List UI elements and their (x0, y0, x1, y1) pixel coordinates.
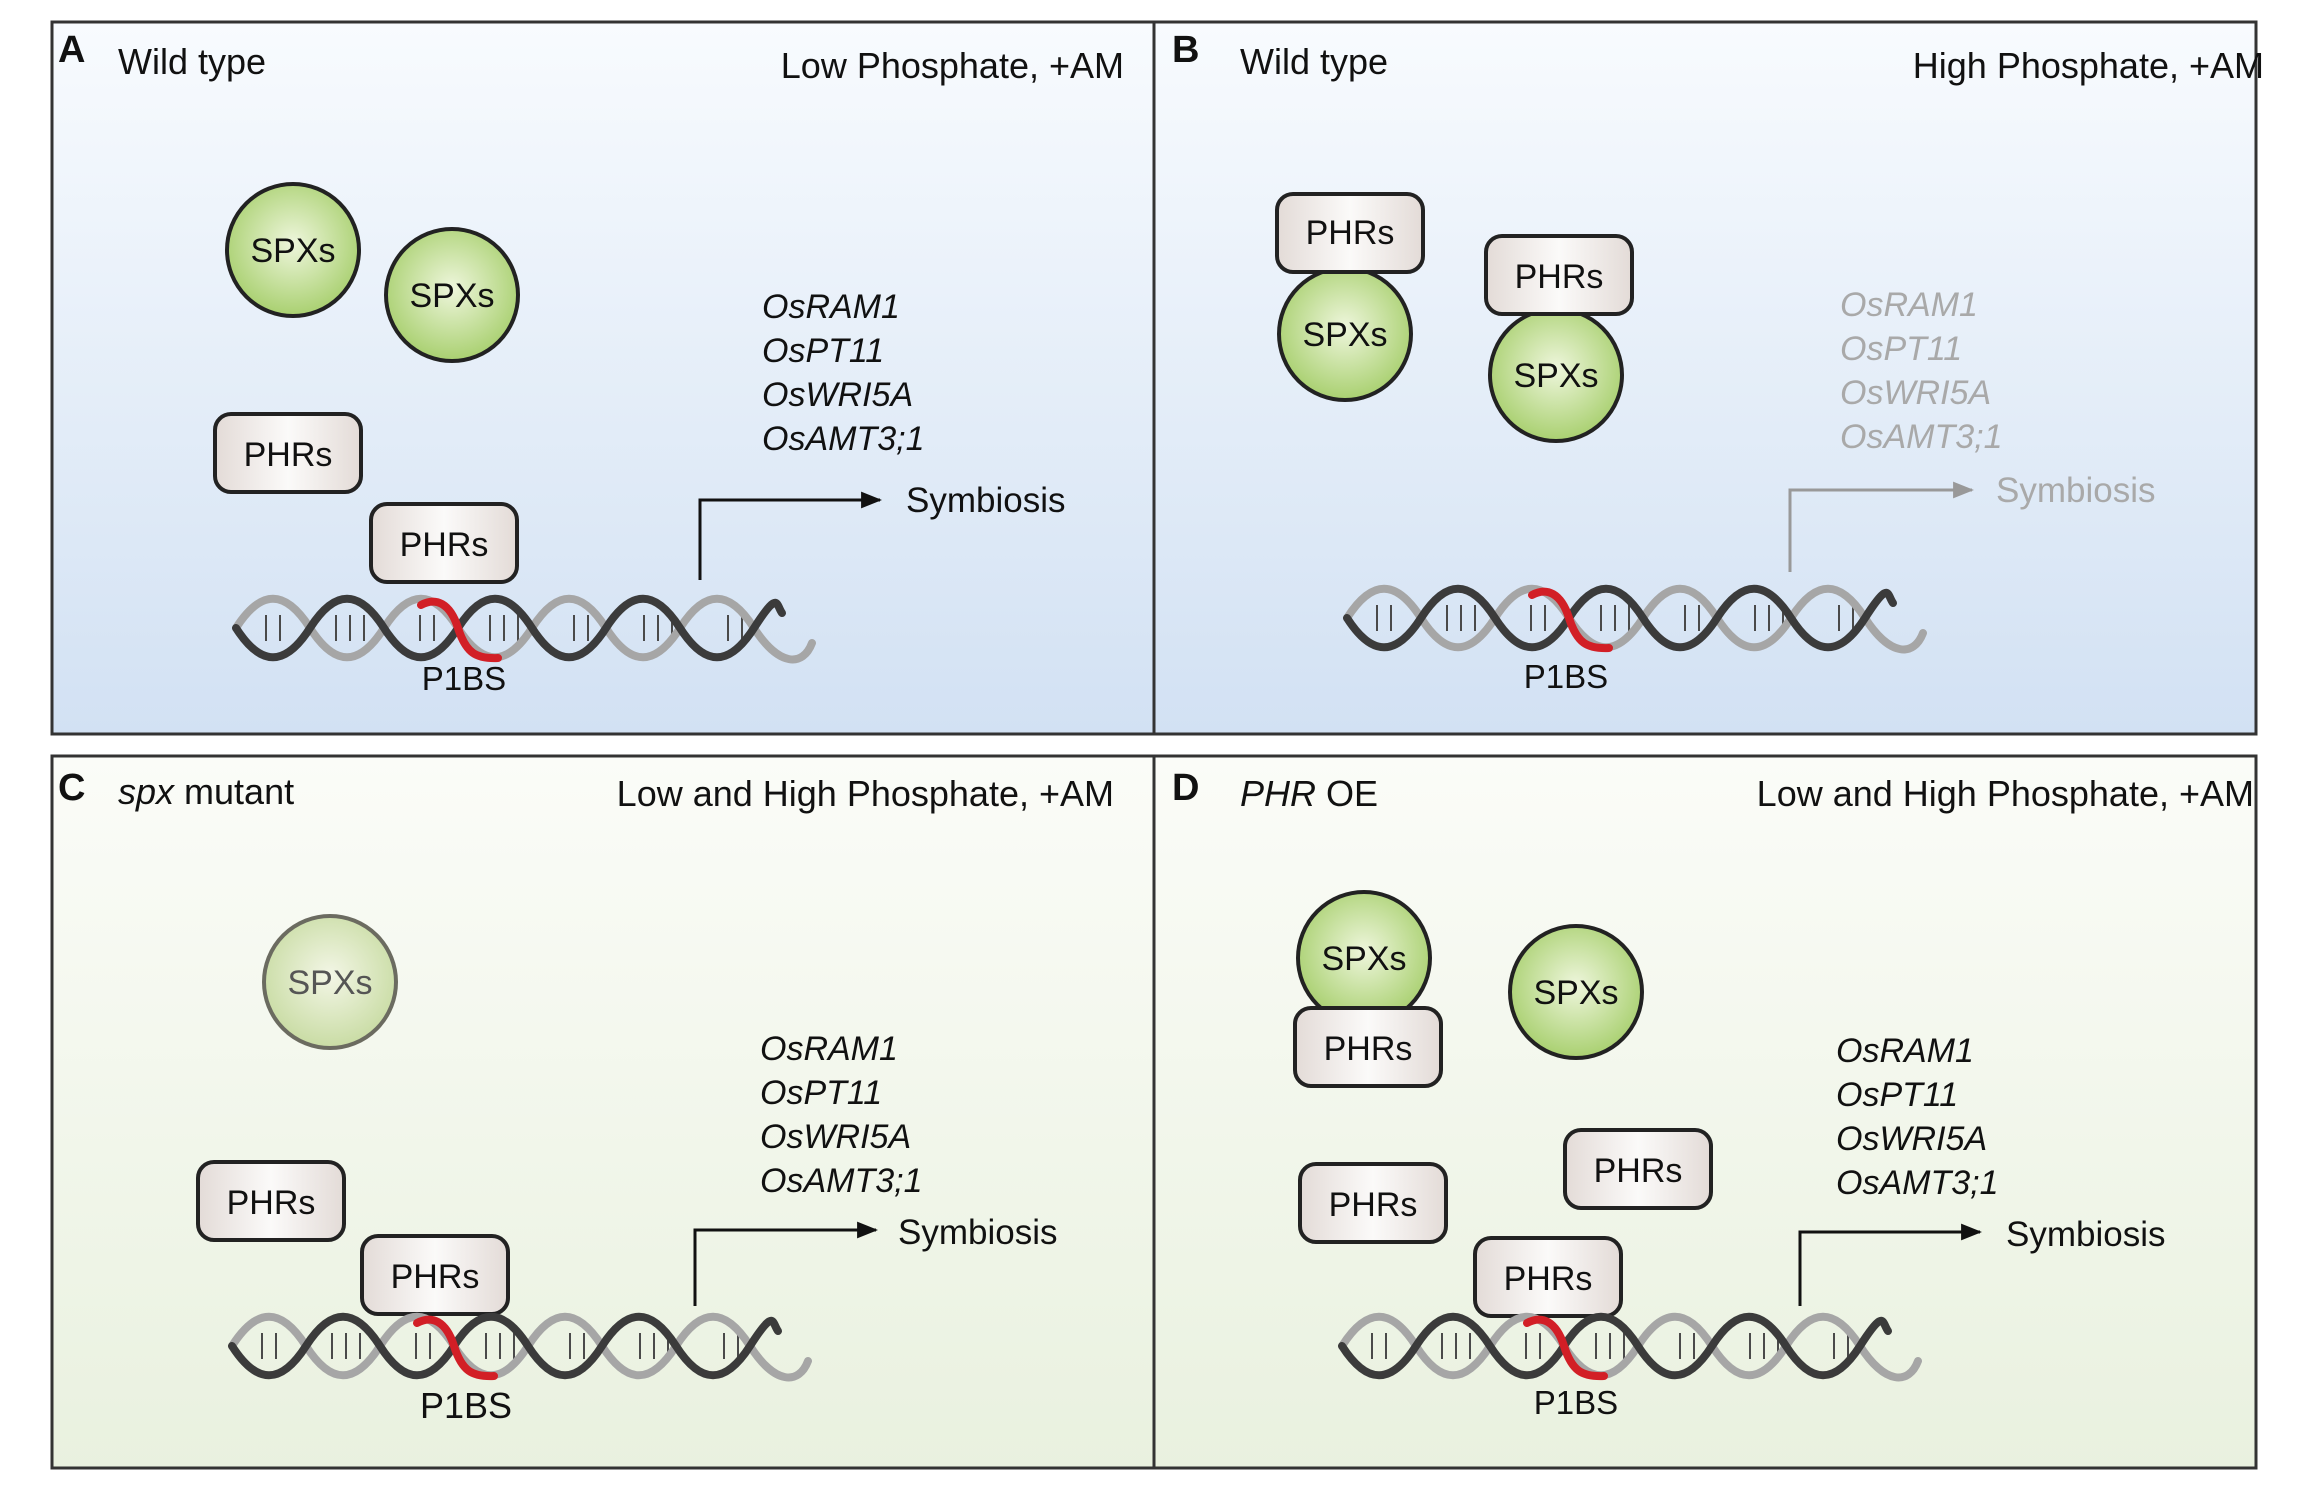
svg-text:OsRAM1: OsRAM1 (760, 1030, 898, 1068)
symbiosis-label: Symbiosis (898, 1213, 1057, 1252)
svg-text:OsWRI5A: OsWRI5A (762, 376, 913, 414)
svg-text:OsWRI5A: OsWRI5A (1840, 374, 1991, 412)
spx-protein: SPXs (225, 182, 361, 318)
svg-text:OsAMT3;1: OsAMT3;1 (760, 1162, 922, 1200)
panel-background (50, 754, 1156, 1470)
phr-protein: PHRs (213, 412, 363, 494)
dna-helix (228, 1312, 812, 1382)
condition-label: Low and High Phosphate, +AM (617, 773, 1114, 814)
phr-bound-to-p1bs: PHRs (360, 1234, 510, 1316)
transcription-arrow (1788, 481, 1975, 572)
phr-spx-complex: SPXs PHRs (1275, 192, 1425, 402)
panel-title: PHR OE (1240, 773, 1378, 814)
svg-text:OsRAM1: OsRAM1 (1836, 1032, 1974, 1070)
target-gene-list: OsRAM1 OsPT11 OsWRI5A OsAMT3;1 (762, 288, 924, 458)
svg-text:PHRs: PHRs (1515, 258, 1604, 296)
p1bs-label: P1BS (422, 660, 506, 697)
panel-title-text: mutant (184, 771, 294, 812)
svg-text:SPXs: SPXs (1321, 940, 1406, 978)
svg-text:PHRs: PHRs (1329, 1186, 1418, 1224)
spx-protein-faded: SPXs (262, 914, 398, 1050)
svg-text:OsAMT3;1: OsAMT3;1 (762, 420, 924, 458)
svg-text:PHRs: PHRs (227, 1184, 316, 1222)
dna-helix (1343, 584, 1927, 654)
svg-text:PHRs: PHRs (1504, 1260, 1593, 1298)
phr-spx-complex: SPXs PHRs (1484, 234, 1634, 443)
p1bs-label: P1BS (1534, 1384, 1618, 1421)
panel-letter: C (58, 767, 85, 809)
target-gene-list: OsRAM1 OsPT11 OsWRI5A OsAMT3;1 (760, 1030, 922, 1200)
svg-text:OsPT11: OsPT11 (762, 332, 884, 370)
svg-text:SPXs: SPXs (1533, 974, 1618, 1012)
p1bs-label: P1BS (1524, 658, 1608, 695)
svg-text:PHRs: PHRs (244, 436, 333, 474)
svg-text:OsWRI5A: OsWRI5A (760, 1118, 911, 1156)
symbiosis-label: Symbiosis (1996, 471, 2155, 510)
spx-protein: SPXs (384, 227, 520, 363)
svg-text:PHRs: PHRs (1306, 214, 1395, 252)
condition-label: High Phosphate, +AM (1913, 45, 2264, 86)
dna-helix (1338, 1312, 1922, 1382)
panel-title: Wild type (118, 41, 266, 82)
condition-label: Low and High Phosphate, +AM (1757, 773, 2254, 814)
panel-title: Wild type (1240, 41, 1388, 82)
svg-text:PHRs: PHRs (400, 526, 489, 564)
phr-bound-to-p1bs: PHRs (369, 502, 519, 584)
panel-title: spx mutant (118, 771, 294, 812)
condition-label: Low Phosphate, +AM (781, 45, 1124, 86)
p1bs-label: P1BS (420, 1385, 512, 1426)
transcription-arrow (1798, 1223, 1983, 1306)
phr-bound-to-p1bs: PHRs (1473, 1236, 1623, 1318)
transcription-arrow (698, 491, 883, 580)
svg-text:SPXs: SPXs (1513, 357, 1598, 395)
svg-text:OsAMT3;1: OsAMT3;1 (1840, 418, 2002, 456)
svg-text:PHRs: PHRs (1594, 1152, 1683, 1190)
svg-text:OsAMT3;1: OsAMT3;1 (1836, 1164, 1998, 1202)
svg-text:OsPT11: OsPT11 (1836, 1076, 1958, 1114)
dna-helix (232, 594, 816, 664)
svg-text:OsRAM1: OsRAM1 (762, 288, 900, 326)
panel-letter: B (1172, 29, 1199, 71)
panel-d: D PHR OE Low and High Phosphate, +AM SPX… (1152, 754, 2258, 1470)
panel-title-text: OE (1326, 773, 1378, 814)
phr-protein: PHRs (196, 1160, 346, 1242)
svg-text:OsPT11: OsPT11 (1840, 330, 1962, 368)
phr-protein: PHRs (1563, 1128, 1713, 1210)
spx-phr-complex: SPXs PHRs (1293, 890, 1443, 1088)
panel-letter: D (1172, 767, 1199, 809)
panel-title-italic: spx (118, 771, 176, 812)
svg-text:OsRAM1: OsRAM1 (1840, 286, 1978, 324)
svg-text:OsWRI5A: OsWRI5A (1836, 1120, 1987, 1158)
target-gene-list: OsRAM1 OsPT11 OsWRI5A OsAMT3;1 (1840, 286, 2002, 456)
svg-text:SPXs: SPXs (250, 232, 335, 270)
svg-text:PHRs: PHRs (391, 1258, 480, 1296)
panel-title-italic: PHR (1240, 773, 1316, 814)
panel-b: B Wild type High Phosphate, +AM SPXs PHR… (1152, 20, 2264, 736)
svg-text:PHRs: PHRs (1324, 1030, 1413, 1068)
transcription-arrow (693, 1221, 879, 1306)
symbiosis-label: Symbiosis (906, 481, 1065, 520)
phr-protein: PHRs (1298, 1162, 1448, 1244)
svg-text:SPXs: SPXs (287, 964, 372, 1002)
panel-a: A Wild type Low Phosphate, +AM SPXs SPXs… (50, 20, 1156, 736)
symbiosis-label: Symbiosis (2006, 1215, 2165, 1254)
svg-text:SPXs: SPXs (409, 277, 494, 315)
target-gene-list: OsRAM1 OsPT11 OsWRI5A OsAMT3;1 (1836, 1032, 1998, 1202)
spx-protein: SPXs (1508, 924, 1644, 1060)
panel-c: C spx mutant Low and High Phosphate, +AM… (50, 754, 1156, 1470)
svg-text:OsPT11: OsPT11 (760, 1074, 882, 1112)
panel-letter: A (58, 29, 85, 71)
svg-text:SPXs: SPXs (1302, 316, 1387, 354)
panel-background (50, 20, 1156, 736)
